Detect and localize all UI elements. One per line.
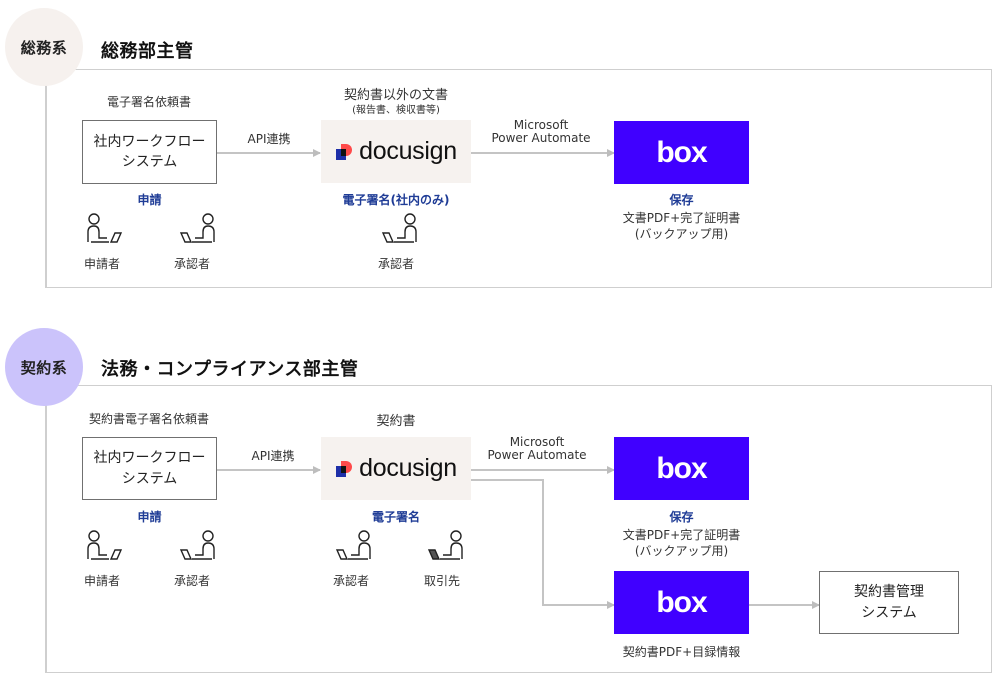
section2-badge: 契約系 (5, 328, 83, 406)
section1-box-desc-2: (バックアップ用) (634, 227, 729, 241)
section2-docusign-person-client: 取引先 (423, 574, 460, 588)
section2-workflow-line2: システム (121, 470, 178, 487)
section2-left-border (45, 398, 47, 673)
section2-elbow-v (542, 479, 544, 605)
section1-workflow-line2: システム (121, 154, 178, 170)
section1-box-wordmark: box (656, 135, 707, 169)
section2-box-wordmark: box (656, 451, 707, 485)
section2-automate-arrow (471, 466, 615, 473)
section2-workflow-system: 社内ワークフロー システム (82, 437, 217, 500)
section1-person-approver: 承認者 (173, 257, 210, 271)
section2-api-arrow (217, 466, 321, 473)
section2-docusign-action: 電子署名 (371, 510, 420, 524)
section1-automate-label-1: Microsoft (513, 118, 569, 132)
section1-workflow-action: 申請 (137, 193, 162, 207)
section2-box2-logo: box (614, 571, 749, 634)
section1-badge: 総務系 (5, 8, 83, 86)
section2-box-action: 保存 (669, 510, 694, 524)
section2-approver-person-icon (335, 530, 371, 560)
section1-box-logo: box (614, 121, 749, 184)
contract-management-system: 契約書管理 システム (819, 571, 959, 634)
section2-docusign-logo-box: docusign (321, 437, 471, 500)
section2-docusign-wordmark: docusign (359, 454, 457, 482)
applicant-person-icon (87, 213, 123, 243)
section1-docusign-caption: 契約書以外の文書 (343, 88, 448, 103)
section1-signer-person-icon (381, 213, 417, 243)
section2-box-desc-1: 文書PDF+完了証明書 (622, 528, 741, 542)
approver-person-icon (179, 530, 215, 560)
section1-docusign-logo-box: docusign (321, 120, 471, 183)
section1-title: 総務部主管 (101, 41, 194, 62)
section2-box2-wordmark: box (656, 585, 707, 619)
section1-workflow-system: 社内ワークフロー システム (82, 120, 217, 184)
cms-line2: システム (861, 604, 917, 621)
section1-api-arrow (217, 149, 321, 156)
section2-person-approver: 承認者 (173, 574, 210, 588)
section1-docusign-subcaption: (報告書、検収書等) (352, 105, 440, 116)
section1-automate-arrow (471, 149, 615, 156)
section2-box-desc-2: (バックアップ用) (634, 544, 729, 558)
section1-docusign-action: 電子署名(社内のみ) (342, 193, 450, 207)
section2-elbow-arrow (542, 601, 615, 608)
section1-workflow-line1: 社内ワークフロー (93, 133, 206, 150)
section2-docusign-caption: 契約書 (376, 414, 416, 429)
docusign-logo-icon (336, 143, 353, 160)
section1-box-desc-1: 文書PDF+完了証明書 (622, 211, 741, 225)
section2-automate-label-2: Power Automate (487, 448, 587, 462)
approver-person-icon (179, 213, 215, 243)
section1-docusign-person: 承認者 (377, 257, 414, 271)
section1-person-applicant: 申請者 (83, 257, 120, 271)
section1-badge-label: 総務系 (20, 38, 68, 57)
section2-api-label: API連携 (251, 449, 295, 463)
docusign-logo-icon (336, 460, 353, 477)
section1-api-label: API連携 (247, 132, 291, 146)
section1-box-action: 保存 (669, 193, 694, 207)
section2-workflow-caption: 契約書電子署名依頼書 (88, 412, 209, 426)
section1-workflow-caption: 電子署名依頼書 (106, 95, 191, 109)
section1-docusign-wordmark: docusign (359, 137, 457, 165)
section2-title: 法務・コンプライアンス部主管 (101, 359, 359, 380)
section1-left-border (45, 80, 47, 288)
section2-person-applicant: 申請者 (83, 574, 120, 588)
section1-automate-label-2: Power Automate (491, 131, 591, 145)
section2-automate-label-1: Microsoft (509, 435, 565, 449)
section2-box-logo: box (614, 437, 749, 500)
section2-cms-arrow (749, 601, 820, 608)
section2-docusign-person-approver: 承認者 (332, 574, 369, 588)
section2-elbow-h1 (471, 479, 543, 481)
cms-line1: 契約書管理 (854, 584, 924, 601)
section2-workflow-action: 申請 (137, 510, 162, 524)
section2-workflow-line1: 社内ワークフロー (93, 450, 206, 467)
client-person-icon (427, 530, 463, 560)
section2-badge-label: 契約系 (20, 358, 68, 377)
section2-box2-desc: 契約書PDF+目録情報 (622, 645, 741, 659)
applicant-person-icon (87, 530, 123, 560)
